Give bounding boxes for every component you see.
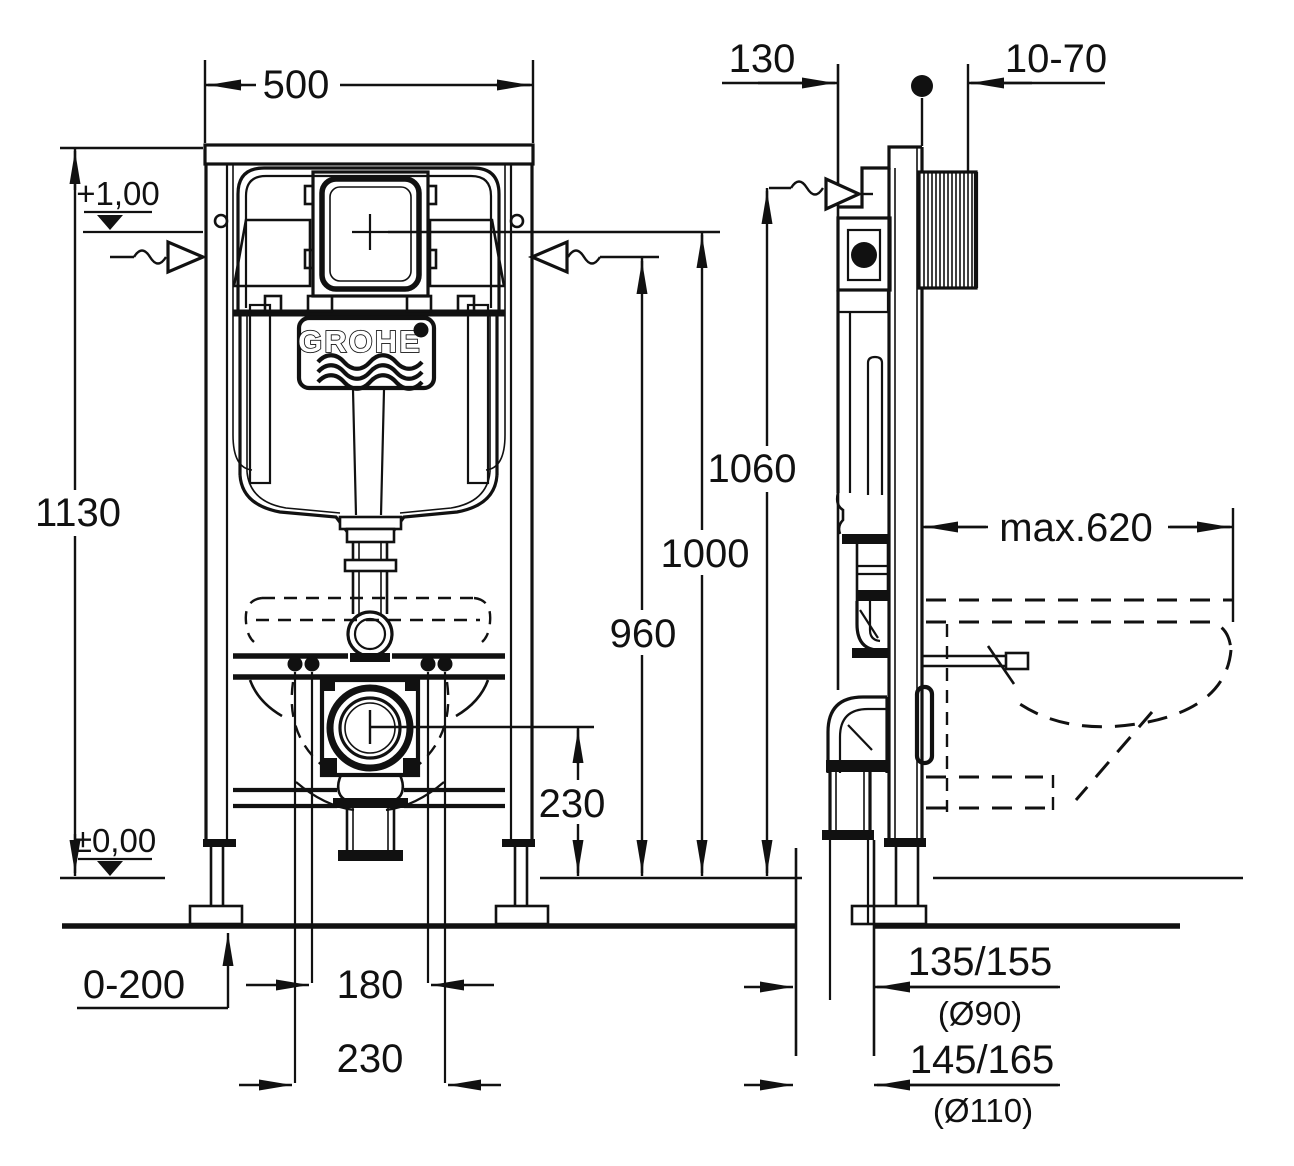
foot-plate-left <box>188 904 244 926</box>
fixing-bolt <box>420 656 436 672</box>
bowl-bracket <box>914 684 935 766</box>
side-view <box>794 64 1233 1056</box>
fixing-bolt <box>437 656 453 672</box>
logo-dot <box>413 322 429 338</box>
lower-crossbar <box>233 787 505 809</box>
fixing-rod <box>923 645 1030 685</box>
dim-label-center-height: 1000 <box>661 532 750 576</box>
wall-surface-arrow-icon <box>527 239 569 275</box>
water-inlet <box>346 610 394 662</box>
dim-label-actuation-depth: 10-70 <box>1005 37 1107 81</box>
level-mark-plus100: +1,00 <box>76 175 203 234</box>
drain-elbow <box>822 695 889 840</box>
dim-note-pipe-110: (Ø110) <box>933 1092 1033 1129</box>
drain-pipe-below-floor <box>794 840 876 1056</box>
cistern <box>233 166 505 539</box>
dim-drain-135-155: 135/155 (Ø90) <box>744 940 1060 1032</box>
level-triangle-icon <box>97 861 123 876</box>
top-crossbar <box>203 143 535 166</box>
dim-label-drain-offset-90: 135/155 <box>908 940 1053 984</box>
grohe-logo: GROHE <box>296 315 437 391</box>
dim-note-pipe-90: (Ø90) <box>938 995 1022 1032</box>
foot-plate-right <box>494 904 550 926</box>
dimensions: 500 1130 0-200 180 230 2 <box>35 37 1235 1129</box>
wall-surface-arrow-icon <box>166 239 208 275</box>
dim-top-1060: 1060 <box>708 188 797 876</box>
dim-flush-960: 960 <box>610 258 677 876</box>
bolt-stems <box>293 672 447 1083</box>
dim-height-1130: 1130 <box>35 146 203 876</box>
dim-plate-10-70: 10-70 <box>966 37 1107 172</box>
reference-lines <box>110 75 933 744</box>
mounting-bar <box>233 653 505 718</box>
dim-label-bolt-outer: 230 <box>337 1037 404 1081</box>
frame-feet <box>188 839 550 926</box>
float-guide-left <box>248 303 272 485</box>
fixing-bolt <box>287 656 303 672</box>
corner-screw-left <box>213 213 229 229</box>
flush-plate-opening <box>263 170 476 313</box>
dim-foot-adjust: 0-200 <box>77 933 234 1010</box>
wall-surface-arrow-icon <box>824 176 863 212</box>
level-zero-label: ±0,00 <box>74 822 156 859</box>
flush-pipe <box>338 515 403 614</box>
dim-bolt-230: 230 <box>239 1037 501 1091</box>
dim-label-width: 500 <box>263 63 330 107</box>
reference-point-dot <box>911 75 933 97</box>
dim-center-1000: 1000 <box>661 232 750 876</box>
cistern-profile <box>835 290 890 601</box>
dim-depth-130: 130 <box>722 37 838 89</box>
dim-bolt-180: 180 <box>246 963 494 1007</box>
actuation-housing <box>917 170 979 290</box>
dim-label-top-height: 1060 <box>708 447 797 491</box>
dim-label-drain-offset-110: 145/165 <box>910 1038 1055 1082</box>
front-view: GROHE <box>188 143 550 1083</box>
dim-bowl-max620: max.620 <box>922 506 1235 622</box>
flush-elbow <box>852 601 890 658</box>
dim-drain-145-165: 145/165 (Ø110) <box>744 1038 1060 1129</box>
dim-drain-height-230: 230 <box>539 727 606 876</box>
cistern-cavities <box>232 218 506 288</box>
dim-label-drain-height: 230 <box>539 782 606 826</box>
drain-bend <box>333 774 408 861</box>
fixing-bolt <box>304 656 320 672</box>
dim-label-bowl-projection: max.620 <box>999 506 1152 550</box>
brand-logo-text: GROHE <box>298 324 422 359</box>
level-plus100-label: +1,00 <box>76 175 160 212</box>
dim-label-foot-adjust: 0-200 <box>83 963 185 1007</box>
dim-label-flush-height: 960 <box>610 612 677 656</box>
dim-label-bolt-inner: 180 <box>337 963 404 1007</box>
dim-width-500: 500 <box>203 60 535 143</box>
angle-valve <box>836 216 892 292</box>
foot-plate-side <box>850 904 928 926</box>
corner-screw-right <box>509 213 525 229</box>
level-triangle-icon <box>97 215 123 230</box>
center-cross <box>352 214 388 250</box>
wc-bowl-dashed <box>926 598 1233 812</box>
dim-label-height: 1130 <box>35 491 121 535</box>
bowl-projection-front <box>290 681 450 812</box>
level-mark-zero: ±0,00 <box>74 822 156 876</box>
float-guide-right <box>466 303 490 485</box>
dim-label-frame-depth: 130 <box>729 37 796 81</box>
